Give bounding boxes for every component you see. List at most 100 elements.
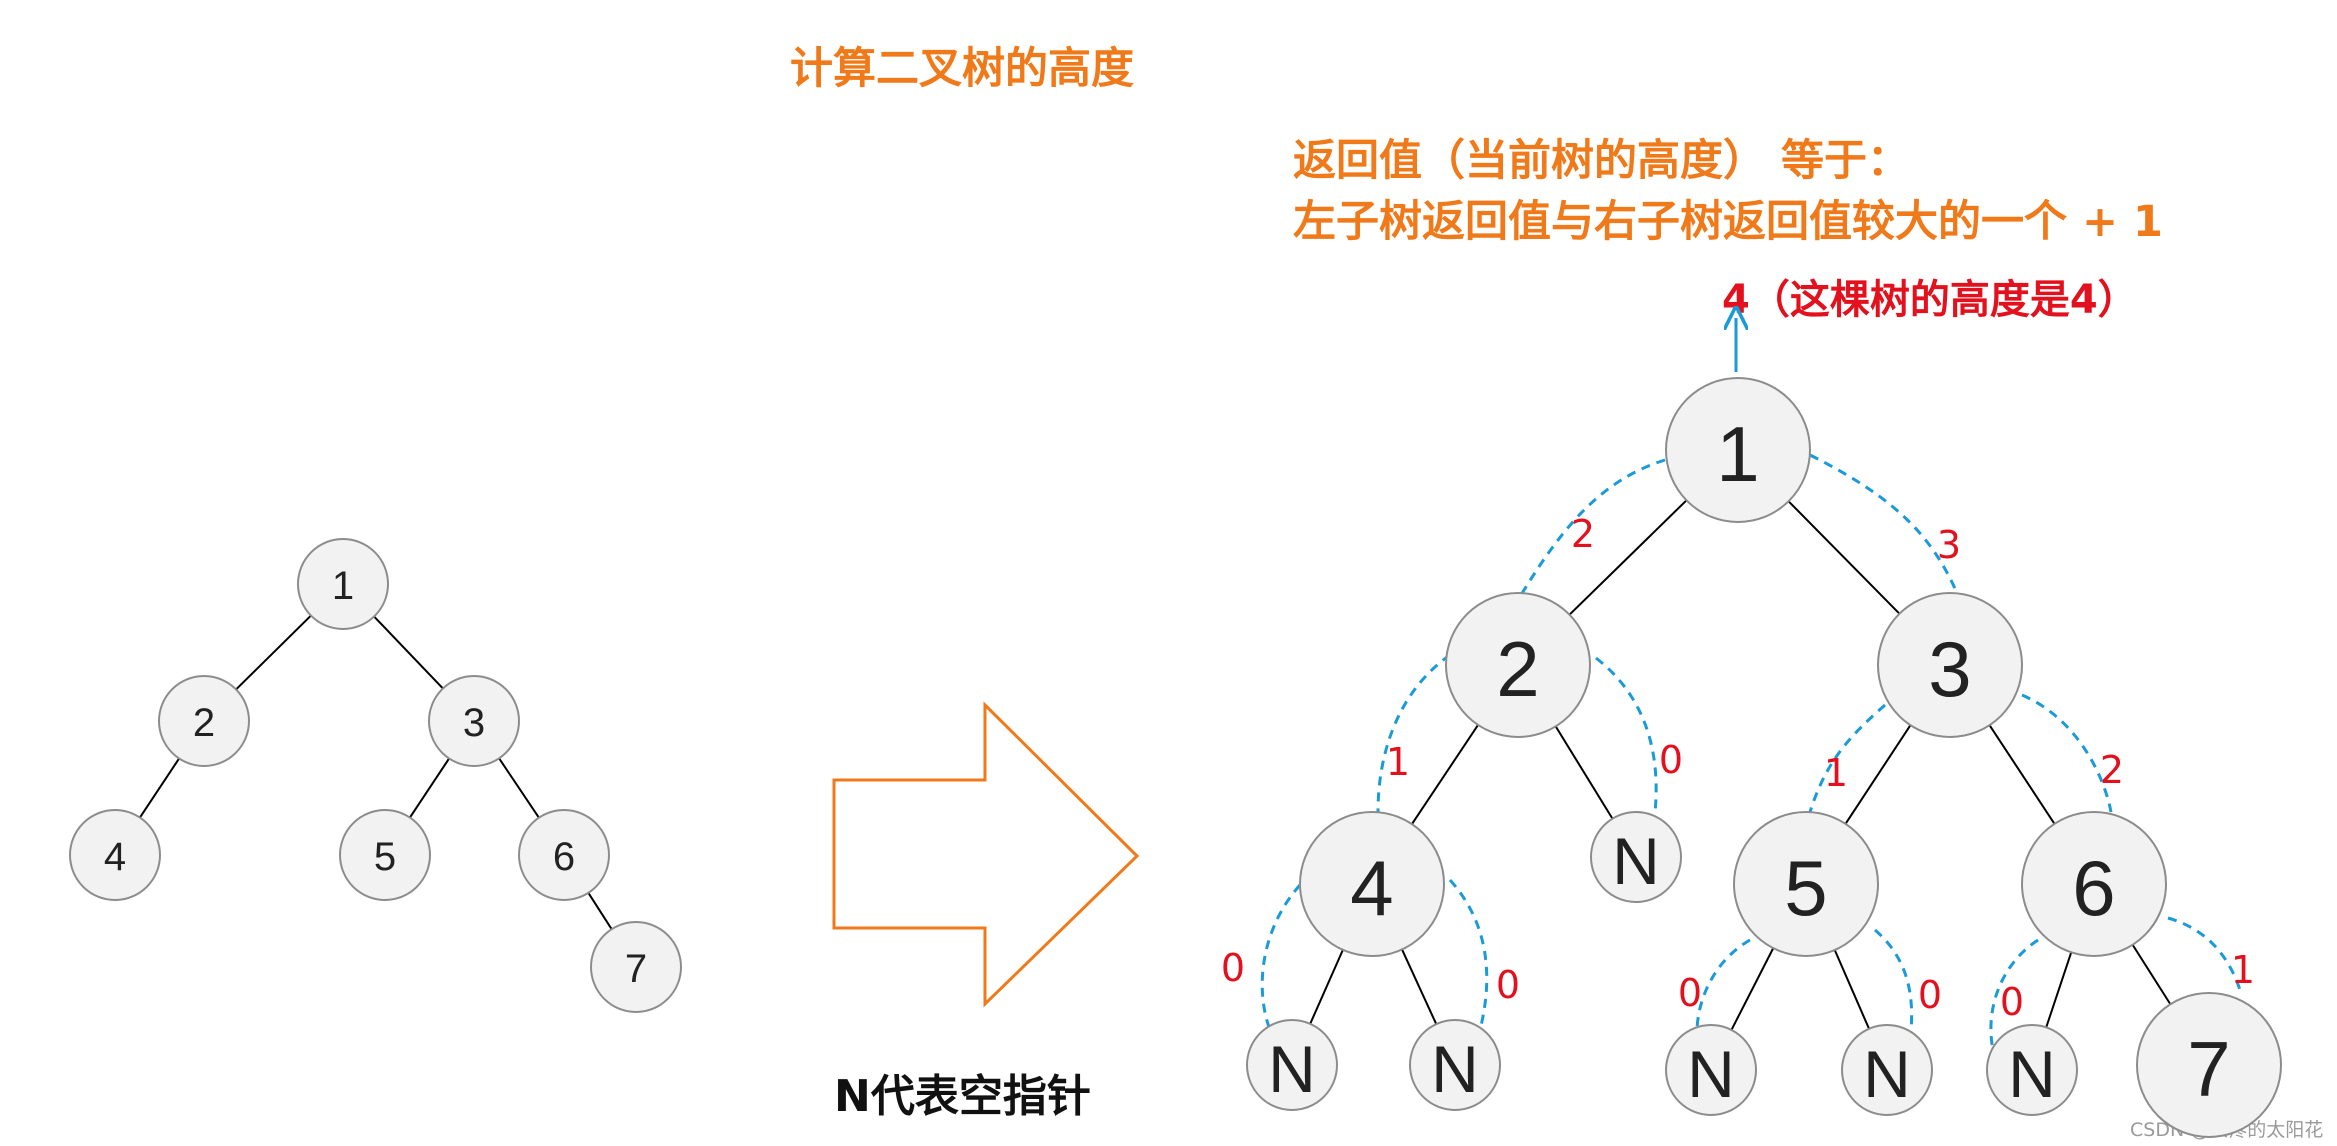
node-circle <box>2136 992 2282 1138</box>
node-circle <box>69 809 161 901</box>
node-circle <box>1409 1019 1501 1111</box>
node-circle <box>1445 592 1591 738</box>
small-tree-node: 4 <box>69 809 161 901</box>
return-value-label: 0 <box>1659 738 1683 782</box>
null-pointer-legend: N代表空指针 <box>834 1071 1091 1122</box>
node-circle <box>1986 1024 2078 1116</box>
node-circle <box>1733 811 1879 957</box>
node-label: 5 <box>374 835 396 879</box>
return-path <box>2167 916 2242 991</box>
node-circle <box>1841 1024 1933 1116</box>
return-path <box>1516 458 1666 601</box>
return-value-label: 2 <box>2100 748 2124 792</box>
big-tree-edge <box>2045 951 2073 1028</box>
big-tree-node: 4 <box>1299 811 1445 957</box>
return-path <box>1989 938 2039 1051</box>
big-tree-edge <box>1568 499 1688 616</box>
return-value-label: 1 <box>1824 751 1848 795</box>
node-label: 4 <box>1350 844 1393 932</box>
return-path <box>1260 884 1302 1031</box>
node-circle <box>518 809 610 901</box>
big-tree-edge <box>1988 724 2056 825</box>
return-value-label: 3 <box>1937 523 1961 567</box>
small-tree-node: 1 <box>297 538 389 630</box>
node-circle <box>428 675 520 767</box>
small-tree-node: 7 <box>590 921 682 1013</box>
node-label: N <box>1863 1037 1911 1111</box>
return-value-label: 1 <box>2231 948 2255 992</box>
rule-line-1: 返回值（当前树的高度） 等于： <box>1293 136 1910 186</box>
rule-line-2: 左子树返回值与右子树返回值较大的一个 + 1 <box>1293 197 2163 247</box>
node-circle <box>2021 811 2167 957</box>
node-circle <box>1665 1024 1757 1116</box>
root-return-label: 4（这棵树的高度是4） <box>1722 277 2138 323</box>
small-tree-node: 6 <box>518 809 610 901</box>
node-label: 1 <box>332 564 354 608</box>
small-tree-node: 2 <box>158 675 250 767</box>
return-path <box>1808 703 1886 813</box>
null-node: N <box>1665 1024 1757 1116</box>
big-tree-node: 5 <box>1733 811 1879 957</box>
big-tree-edge <box>1844 724 1912 825</box>
small-tree-edge <box>373 615 444 690</box>
node-label: N <box>2008 1037 2056 1111</box>
small-tree-edge <box>139 757 180 819</box>
small-tree-edge <box>235 614 312 691</box>
return-value-label: 2 <box>1571 512 1595 556</box>
big-tree-edge <box>1833 949 1870 1030</box>
node-label: 7 <box>2187 1025 2230 1113</box>
return-value-label: 0 <box>1918 973 1942 1017</box>
big-tree-node: 2 <box>1445 592 1591 738</box>
return-path <box>1595 656 1658 813</box>
node-label: 6 <box>2072 844 2115 932</box>
node-label: N <box>1431 1032 1479 1106</box>
return-path <box>1874 928 1914 1041</box>
node-label: 1 <box>1716 410 1759 498</box>
node-label: N <box>1687 1037 1735 1111</box>
null-node: N <box>1841 1024 1933 1116</box>
big-tree-node: 3 <box>1877 592 2023 738</box>
return-value-label: 0 <box>1678 971 1702 1015</box>
node-label: N <box>1612 824 1660 898</box>
node-label: 4 <box>104 835 126 879</box>
big-tree-edge <box>1401 949 1438 1025</box>
null-node: N <box>1246 1019 1338 1111</box>
big-tree-node: 1 <box>1665 377 1811 523</box>
null-node: N <box>1986 1024 2078 1116</box>
big-tree-edge <box>1787 500 1901 615</box>
node-label: 2 <box>193 701 215 745</box>
null-node: N <box>1409 1019 1501 1111</box>
small-tree-edge <box>409 757 450 819</box>
small-tree-node: 3 <box>428 675 520 767</box>
return-path <box>1809 453 1962 601</box>
big-tree-edge <box>2131 944 2172 1005</box>
node-circle <box>1877 592 2023 738</box>
big-tree-edge <box>1730 947 1775 1031</box>
node-circle <box>1246 1019 1338 1111</box>
node-circle <box>1590 811 1682 903</box>
big-tree-node: 6 <box>2021 811 2167 957</box>
node-label: 2 <box>1496 625 1539 713</box>
big-tree-edge <box>1554 725 1614 820</box>
return-value-label: 0 <box>1221 946 1245 990</box>
node-label: 7 <box>625 947 647 991</box>
node-circle <box>590 921 682 1013</box>
return-path <box>2021 693 2113 813</box>
node-circle <box>339 809 431 901</box>
node-label: 3 <box>1928 625 1971 713</box>
big-tree-node: 7 <box>2136 992 2282 1138</box>
node-circle <box>297 538 389 630</box>
return-path <box>1376 653 1451 813</box>
return-value-label: 1 <box>1386 740 1410 784</box>
return-value-label: 0 <box>1496 963 1520 1007</box>
return-value-label: 0 <box>2000 980 2024 1024</box>
small-tree-edge <box>498 757 540 819</box>
node-circle <box>158 675 250 767</box>
big-tree-edge <box>1411 724 1479 825</box>
node-circle <box>1299 811 1445 957</box>
null-node: N <box>1590 811 1682 903</box>
small-tree-node: 5 <box>339 809 431 901</box>
return-path <box>1448 878 1489 1031</box>
node-label: 5 <box>1784 844 1827 932</box>
